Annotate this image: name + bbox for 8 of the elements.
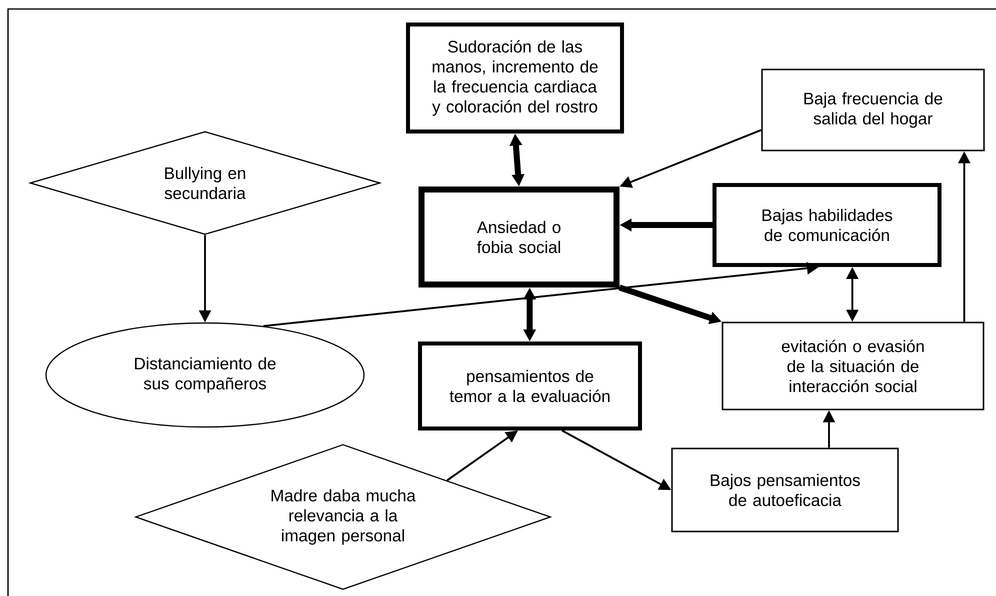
process-box: Baja frecuencia de salida del hogar — [761, 68, 985, 152]
ellipse-node: Distanciamiento de sus compañeros — [45, 322, 365, 428]
process-box: Bajas habilidades de comunicación — [712, 183, 942, 267]
process-box: Bajos pensamientos de autoeficacia — [671, 448, 899, 532]
process-box: Ansiedad o fobia social — [418, 186, 620, 288]
process-box: pensamientos de temor a la evaluación — [418, 342, 642, 430]
process-box: Sudoración de las manos, incremento de la frecuencia cardiaca y coloración del rostro — [406, 22, 624, 134]
process-box: evitación o evasión de la situación de interacción social — [722, 322, 984, 410]
